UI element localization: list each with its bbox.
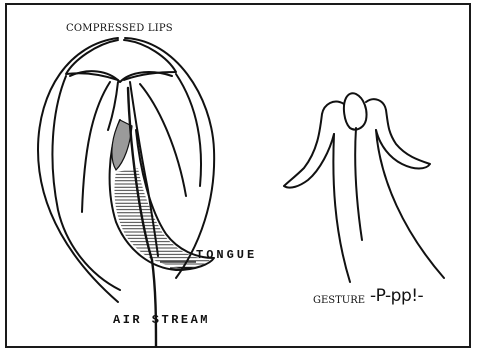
- air-channel-left: [108, 82, 118, 130]
- compressed-lips-label: COMPRESSED LIPS: [66, 24, 173, 34]
- air-stream-label: AIR STREAM: [113, 314, 210, 326]
- tongue-shading: [112, 120, 132, 170]
- gesture-head: [344, 93, 367, 129]
- gesture-left-lower: [333, 134, 350, 282]
- outer-lip-outline: [38, 38, 118, 302]
- inner-curve-left: [82, 82, 110, 212]
- gesture-illustration: [284, 93, 444, 282]
- gesture-mid-line: [355, 128, 362, 240]
- tongue-label: TONGUE: [196, 249, 257, 261]
- gesture-left-arm: [284, 102, 344, 188]
- sound-notation: -P-pp!-: [370, 288, 423, 305]
- gesture-label: GESTURE: [313, 296, 365, 306]
